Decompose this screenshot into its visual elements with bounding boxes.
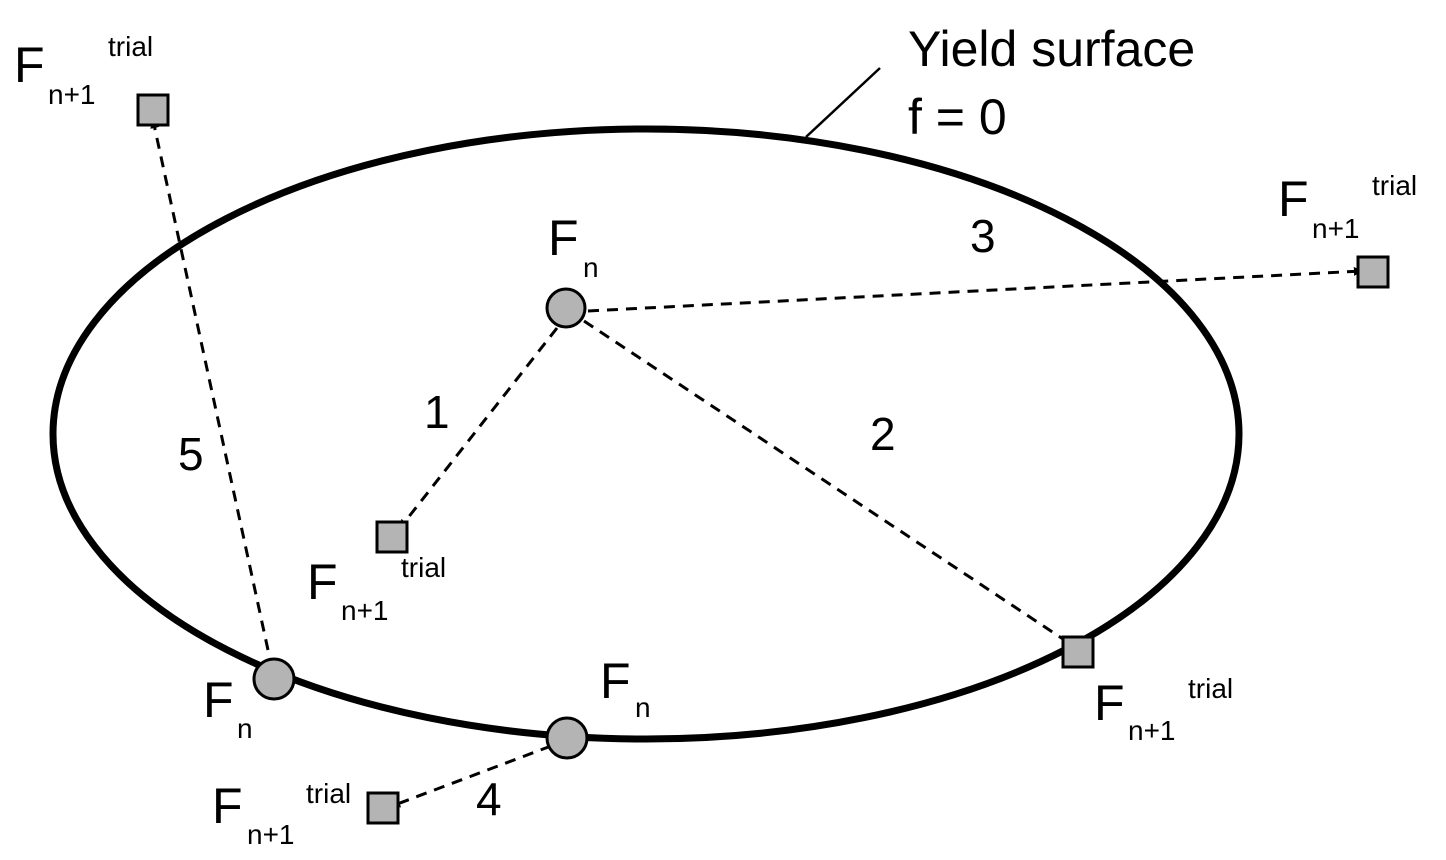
state-circle-center [545,287,587,329]
path-4-arrow [391,744,552,808]
path-4-number: 4 [476,773,502,825]
svg-text:n+1: n+1 [1312,213,1360,244]
svg-text:F: F [600,653,631,709]
path-1-arrow [398,327,559,529]
svg-text:trial: trial [108,31,153,62]
svg-text:trial: trial [1188,673,1233,704]
svg-text:F: F [548,210,579,266]
path-2-number: 2 [870,408,896,460]
label-fn-left: F n [203,672,253,744]
path-1-number: 1 [424,386,450,438]
svg-text:n+1: n+1 [247,819,295,850]
label-ftrial-top-left: F n+1 trial [14,31,153,110]
path-3-number: 3 [970,210,996,262]
svg-text:n: n [635,692,651,723]
trial-square-inner [375,520,409,554]
svg-text:F: F [1094,675,1125,731]
svg-text:trial: trial [306,778,351,809]
svg-text:trial: trial [1372,170,1417,201]
yield-surface-title: Yield surface [908,21,1195,77]
state-circle-left [252,657,296,701]
svg-text:F: F [203,672,234,728]
svg-text:F: F [1278,171,1309,227]
label-fn-bottom: F n [600,653,651,723]
yield-surface-equation: f = 0 [908,89,1007,145]
svg-text:n+1: n+1 [48,79,96,110]
trial-square-boundary [1061,635,1095,669]
svg-text:F: F [307,554,338,610]
label-ftrial-right: F n+1 trial [1278,170,1417,244]
trial-square-right [1356,255,1390,289]
yield-surface-ellipse [49,125,1243,743]
label-fn-center: F n [548,210,599,283]
svg-text:n: n [237,713,253,744]
label-ftrial-boundary: F n+1 trial [1094,673,1233,746]
svg-text:n: n [583,252,599,283]
svg-text:trial: trial [401,552,446,583]
trial-square-top-left [136,93,170,127]
svg-text:n+1: n+1 [1128,715,1176,746]
state-circle-bottom [545,716,589,760]
label-ftrial-bottom: F n+1 trial [212,778,351,850]
path-5-number: 5 [178,428,204,480]
svg-text:F: F [212,778,243,834]
label-ftrial-inner: F n+1 trial [307,552,446,626]
path-5-arrow [150,119,270,651]
path-3-arrow [587,266,1363,313]
svg-text:F: F [14,37,45,93]
svg-text:n+1: n+1 [341,595,389,626]
trial-square-bottom [366,791,400,825]
path-2-arrow [583,319,1073,647]
yield-surface-leader-line [805,67,881,138]
